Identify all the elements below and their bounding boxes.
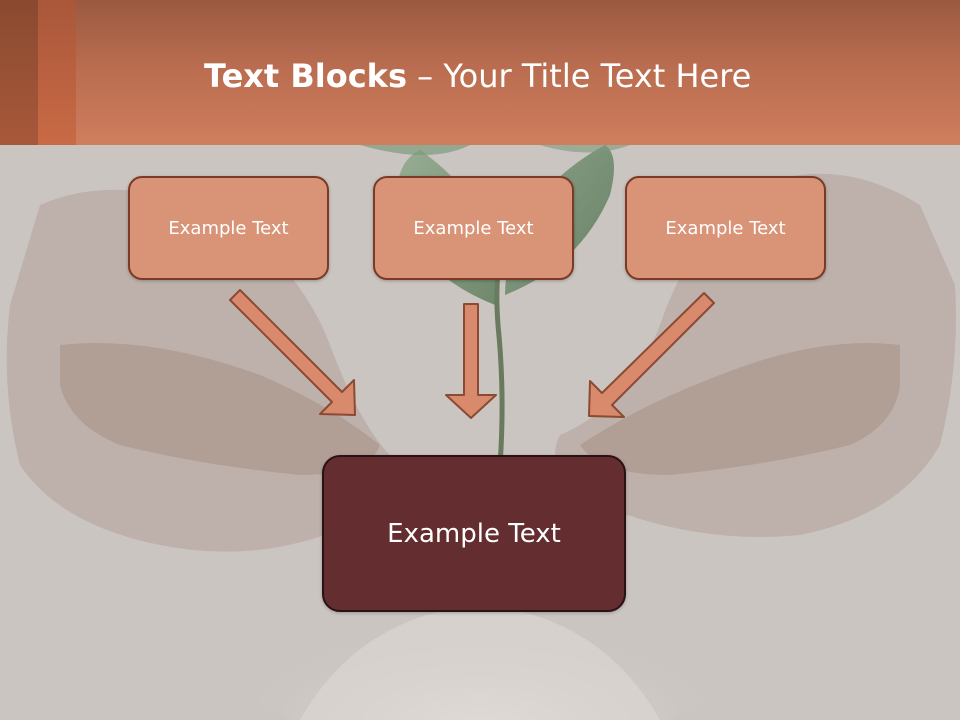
text-block-top-center[interactable]: Example Text (373, 176, 574, 280)
slide-title[interactable]: Text Blocks – Your Title Text Here (204, 54, 751, 98)
text-block-top-right-label: Example Text (665, 217, 786, 239)
text-block-top-center-label: Example Text (413, 217, 534, 239)
text-block-top-left-label: Example Text (168, 217, 289, 239)
text-block-top-right[interactable]: Example Text (625, 176, 826, 280)
header-band (0, 0, 960, 145)
text-block-main-label: Example Text (387, 518, 561, 549)
text-block-main[interactable]: Example Text (322, 455, 626, 612)
text-block-top-left[interactable]: Example Text (128, 176, 329, 280)
title-bold-part: Text Blocks (204, 57, 407, 95)
title-rest: Your Title Text Here (443, 57, 752, 95)
header-accent-stripe (0, 0, 38, 145)
header-accent-stripe-light (38, 0, 76, 145)
title-dash: – (407, 57, 444, 95)
